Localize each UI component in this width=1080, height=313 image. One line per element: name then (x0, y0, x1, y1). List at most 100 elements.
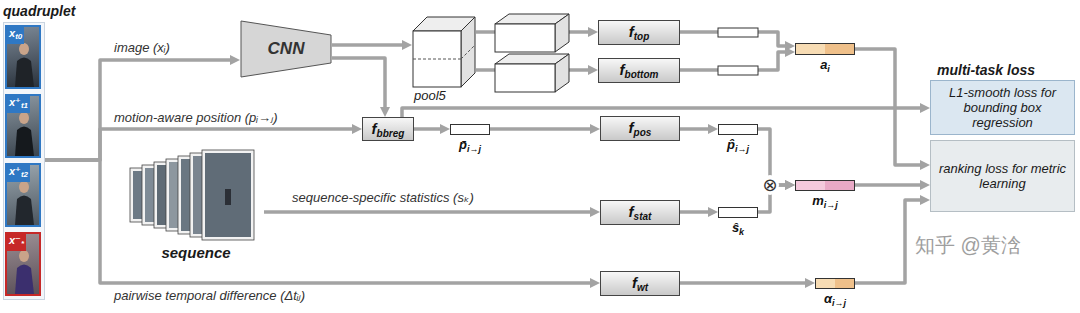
vector-label: p̂i→j (727, 137, 749, 157)
connector (332, 58, 385, 109)
edge-label: motion-aware position (pᵢ→ⱼ) (112, 110, 280, 126)
edge-label: sequence-specific statistics (sₖ) (290, 190, 476, 206)
formula: fwt (632, 274, 648, 293)
formula: fbbreg (372, 120, 405, 139)
formula: fbottom (620, 61, 659, 80)
block-text: CNN (268, 39, 305, 59)
person-head (19, 43, 29, 55)
function-box: fbottom (598, 58, 680, 83)
vector-subscript: k (739, 227, 744, 237)
function-symbol: f (620, 61, 625, 78)
vector-symbol: ŝ (732, 220, 739, 235)
connector (680, 127, 710, 131)
connector (264, 210, 592, 214)
symbol-subscript: t2 (21, 170, 28, 179)
video-sequence: sequence (128, 146, 264, 270)
vector-label: ai (820, 57, 830, 77)
connector (680, 281, 807, 285)
loss-text: ranking loss for metric learning (937, 161, 1068, 191)
multiply-symbol: ⊗ (761, 175, 779, 195)
function-box: fstat (600, 200, 680, 225)
connector (855, 49, 922, 165)
loss-box: L1-smooth loss for bounding box regressi… (930, 80, 1075, 135)
connector (414, 127, 442, 131)
trapezoid-shape (241, 21, 331, 77)
formula: fpos (629, 119, 652, 138)
vector-subscript: i→j (832, 298, 846, 308)
loss-box: ranking loss for metric learning (930, 140, 1075, 212)
image-group: quadrupletxt0x⁺t1x⁺t2x⁻* (3, 22, 45, 300)
symbol-main: x (9, 27, 15, 39)
person-head (19, 250, 29, 262)
function-subscript: top (634, 31, 650, 42)
edge-label: pairwise temporal difference (Δtᵢⱼ) (112, 288, 307, 304)
vector-symbol: a (820, 57, 827, 72)
symbol-subscript: * (21, 239, 24, 248)
vector-label: mi→j (812, 193, 838, 213)
feature-vector: mi→j (795, 180, 855, 191)
cube-illustration (412, 16, 476, 88)
cube-side (461, 17, 475, 87)
vector-symbol: p̂ (727, 137, 735, 152)
function-subscript: stat (634, 211, 652, 222)
person-body (15, 265, 34, 295)
feature-vector: p̂i→j (718, 124, 758, 135)
function-symbol: f (629, 203, 634, 220)
layer-name: pool5 (414, 88, 446, 103)
connector (680, 210, 710, 214)
frame-stack (128, 146, 264, 242)
function-subscript: bbreg (377, 128, 405, 139)
function-subscript: wt (637, 282, 648, 293)
feature-vector: ŝk (718, 207, 758, 218)
function-box: ftop (598, 20, 680, 45)
frame-picture (205, 153, 251, 237)
symbol-main: x⁻ (9, 234, 21, 246)
feature-vector (718, 66, 758, 75)
function-box: fpos (600, 116, 680, 141)
vector-symbol: p̄ (459, 137, 467, 152)
feature-map-side (555, 14, 569, 52)
image-tag: x⁺t1 (7, 96, 30, 113)
image-thumbnail: x⁻* (5, 232, 41, 296)
person-body (15, 127, 34, 157)
person-head (19, 112, 29, 124)
feature-vector (718, 28, 758, 37)
vector-label: αi→j (824, 291, 846, 311)
watermark: 知乎 @黄浛 (915, 232, 1021, 258)
section-heading: multi-task loss (937, 62, 1035, 79)
edge-label: image (xᵢ) (112, 40, 172, 56)
image-thumbnail: x⁺t2 (5, 163, 41, 227)
loss-text: L1-smooth loss for bounding box regressi… (937, 85, 1068, 130)
feature-vector: αi→j (815, 278, 855, 289)
function-subscript: bottom (625, 69, 659, 80)
symbol-subscript: t0 (15, 32, 22, 41)
function-symbol: f (632, 274, 637, 291)
block-name: CNN (268, 39, 305, 58)
cube-split (413, 59, 461, 60)
loss-name: ranking loss for metric learning (937, 161, 1068, 191)
connector (855, 183, 922, 187)
person-body (15, 196, 34, 226)
function-symbol: f (629, 23, 634, 40)
function-subscript: pos (634, 127, 652, 138)
feature-vector: p̄i→j (450, 124, 490, 135)
group-heading: quadruplet (3, 3, 75, 19)
vector-symbol: α (824, 291, 832, 306)
symbol-main: x⁺ (9, 96, 21, 108)
symbol-subscript: t1 (21, 101, 28, 110)
frame-person (225, 189, 231, 205)
cube-front (413, 31, 461, 87)
cube-split (461, 45, 475, 59)
person-body (15, 58, 34, 88)
connector (332, 43, 404, 47)
cnn-block: CNN (240, 20, 332, 78)
connector (45, 160, 592, 283)
vector-symbol: m (812, 193, 824, 208)
formula: fstat (629, 203, 652, 222)
person-head (19, 181, 29, 193)
sequence-name: sequence (128, 244, 264, 261)
function-symbol: f (629, 119, 634, 136)
vector-subscript: i (827, 64, 830, 74)
loss-name: L1-smooth loss for bounding box regressi… (937, 85, 1068, 130)
vector-subscript: i→j (467, 144, 481, 154)
